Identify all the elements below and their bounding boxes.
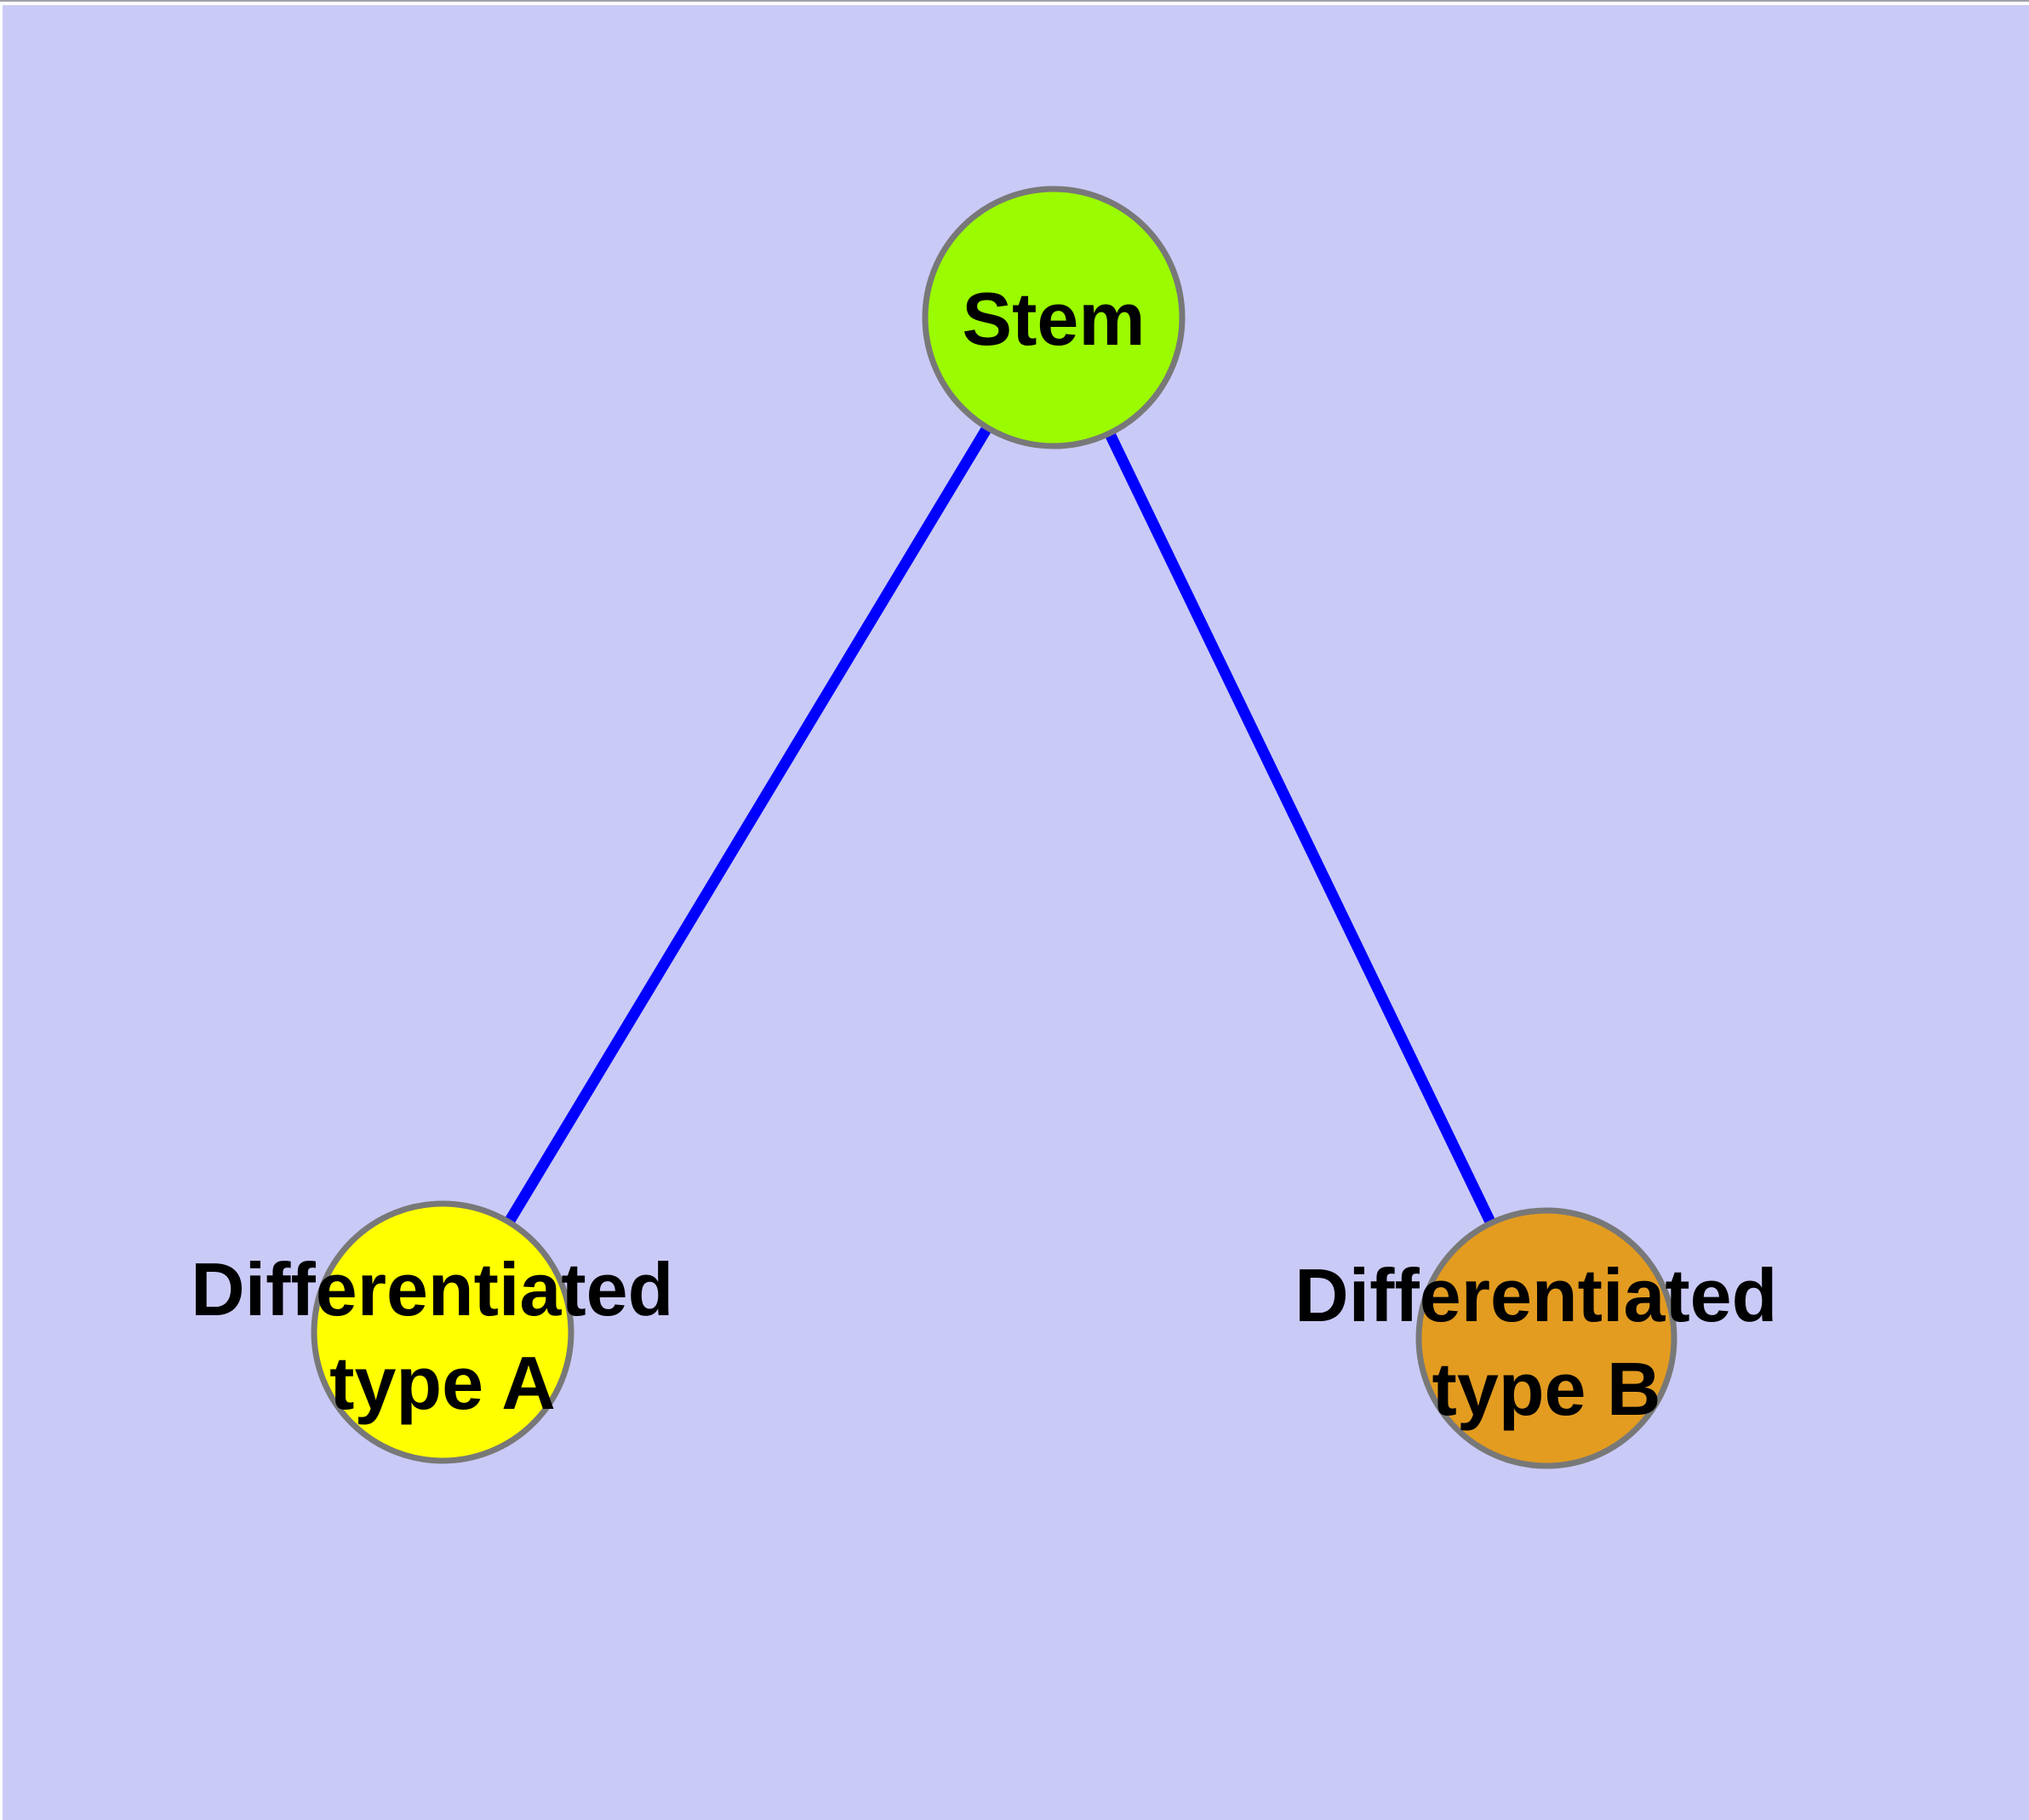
node-differentiated-type-b-label: Differentiated type B	[1295, 1253, 1798, 1431]
node-differentiated-type-b	[1415, 1207, 1677, 1469]
node-stem	[922, 186, 1186, 449]
node-differentiated-type-a	[311, 1200, 574, 1464]
node-differentiated-type-b-label-line2: type B	[1432, 1347, 1661, 1431]
window-top-highlight	[0, 2, 2029, 5]
window-top-border-line	[0, 0, 2029, 2]
window-left-highlight	[0, 5, 3, 1820]
edge-stem-to-type-b	[1049, 315, 1552, 1341]
node-differentiated-type-b-label-line1: Differentiated	[1295, 1253, 1777, 1337]
node-differentiated-type-a-label: Differentiated type A	[191, 1247, 694, 1425]
edge-stem-to-type-a	[437, 314, 1059, 1336]
node-differentiated-type-a-label-line1: Differentiated	[191, 1247, 673, 1331]
node-stem-label: Stem	[962, 277, 1145, 361]
node-differentiated-type-a-label-line2: type A	[329, 1341, 556, 1425]
